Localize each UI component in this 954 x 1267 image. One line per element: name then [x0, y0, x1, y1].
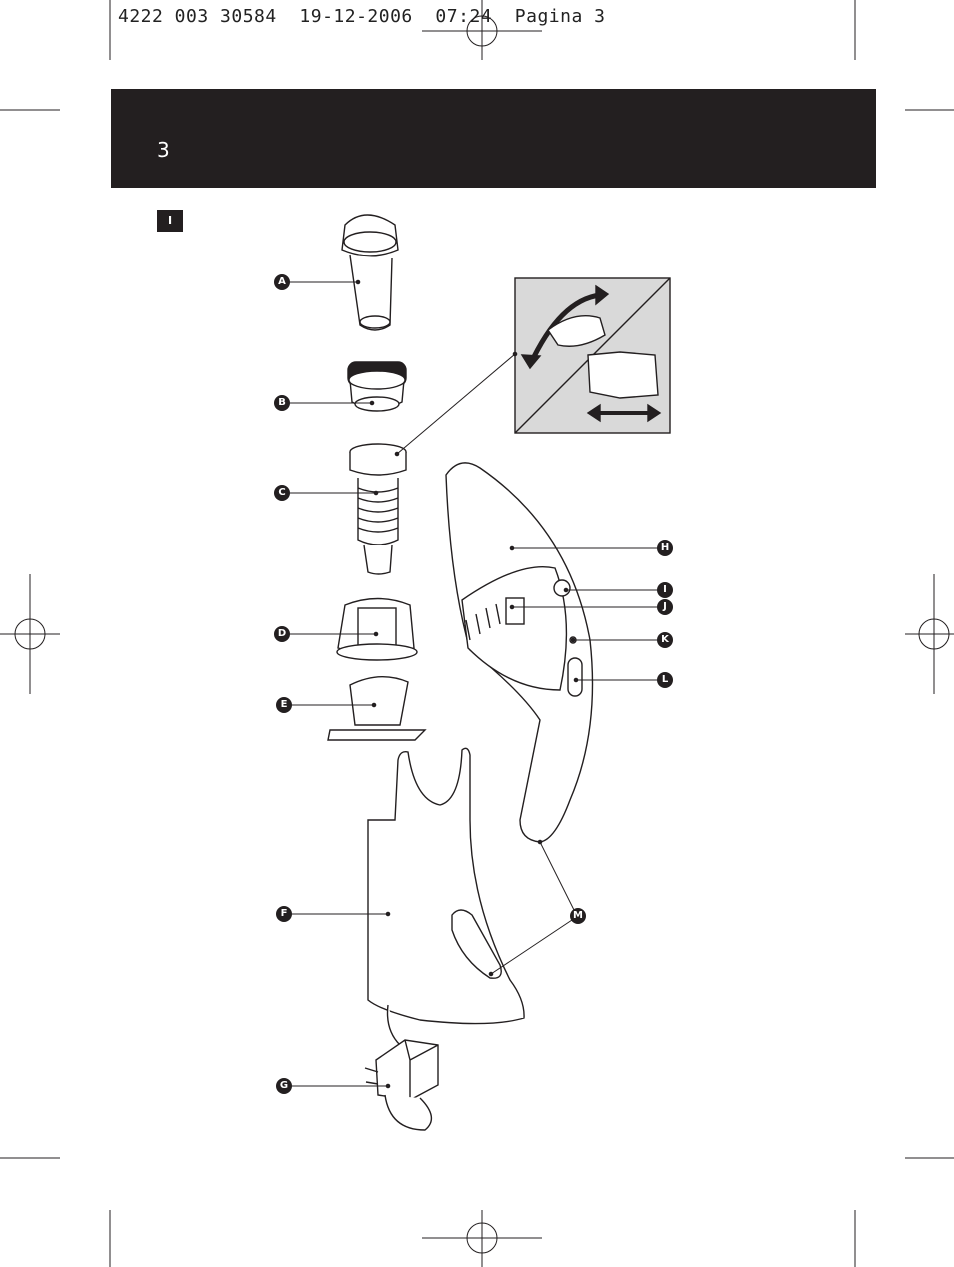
- callout-b: B: [274, 395, 290, 411]
- callout-e: E: [276, 697, 292, 713]
- parts: [327, 214, 671, 1131]
- header-band: 3: [111, 89, 876, 188]
- callout-k: K: [657, 632, 673, 648]
- callout-j: J: [657, 599, 673, 615]
- print-slug: 4222 003 30584 19-12-2006 07:24 Pagina 3: [118, 6, 606, 27]
- charger-adapter: [364, 1004, 439, 1131]
- registration-mark-top: [422, 0, 542, 60]
- handheld-vacuum: [445, 462, 594, 843]
- inset-nozzle-detail: [514, 277, 671, 434]
- registration-mark-left: [0, 574, 60, 694]
- callout-i: I: [657, 582, 673, 598]
- brush-nozzle: [347, 361, 407, 412]
- callout-a: A: [274, 274, 290, 290]
- page-number: 3: [157, 138, 170, 162]
- leader-lines: [290, 279, 657, 1089]
- filter-holder: [327, 676, 427, 741]
- registration-mark-right: [905, 574, 954, 694]
- charging-stand: [367, 747, 525, 1025]
- flexible-nozzle: [349, 443, 407, 575]
- language-badge: I: [157, 210, 183, 232]
- callout-d: D: [274, 626, 290, 642]
- callout-c: C: [274, 485, 290, 501]
- callout-f: F: [276, 906, 292, 922]
- crevice-nozzle: [341, 214, 399, 331]
- filter: [336, 597, 418, 661]
- callout-g: G: [276, 1078, 292, 1094]
- callout-l: L: [657, 672, 673, 688]
- registration-mark-bottom: [422, 1210, 542, 1267]
- callout-h: H: [657, 540, 673, 556]
- callout-m: M: [570, 908, 586, 924]
